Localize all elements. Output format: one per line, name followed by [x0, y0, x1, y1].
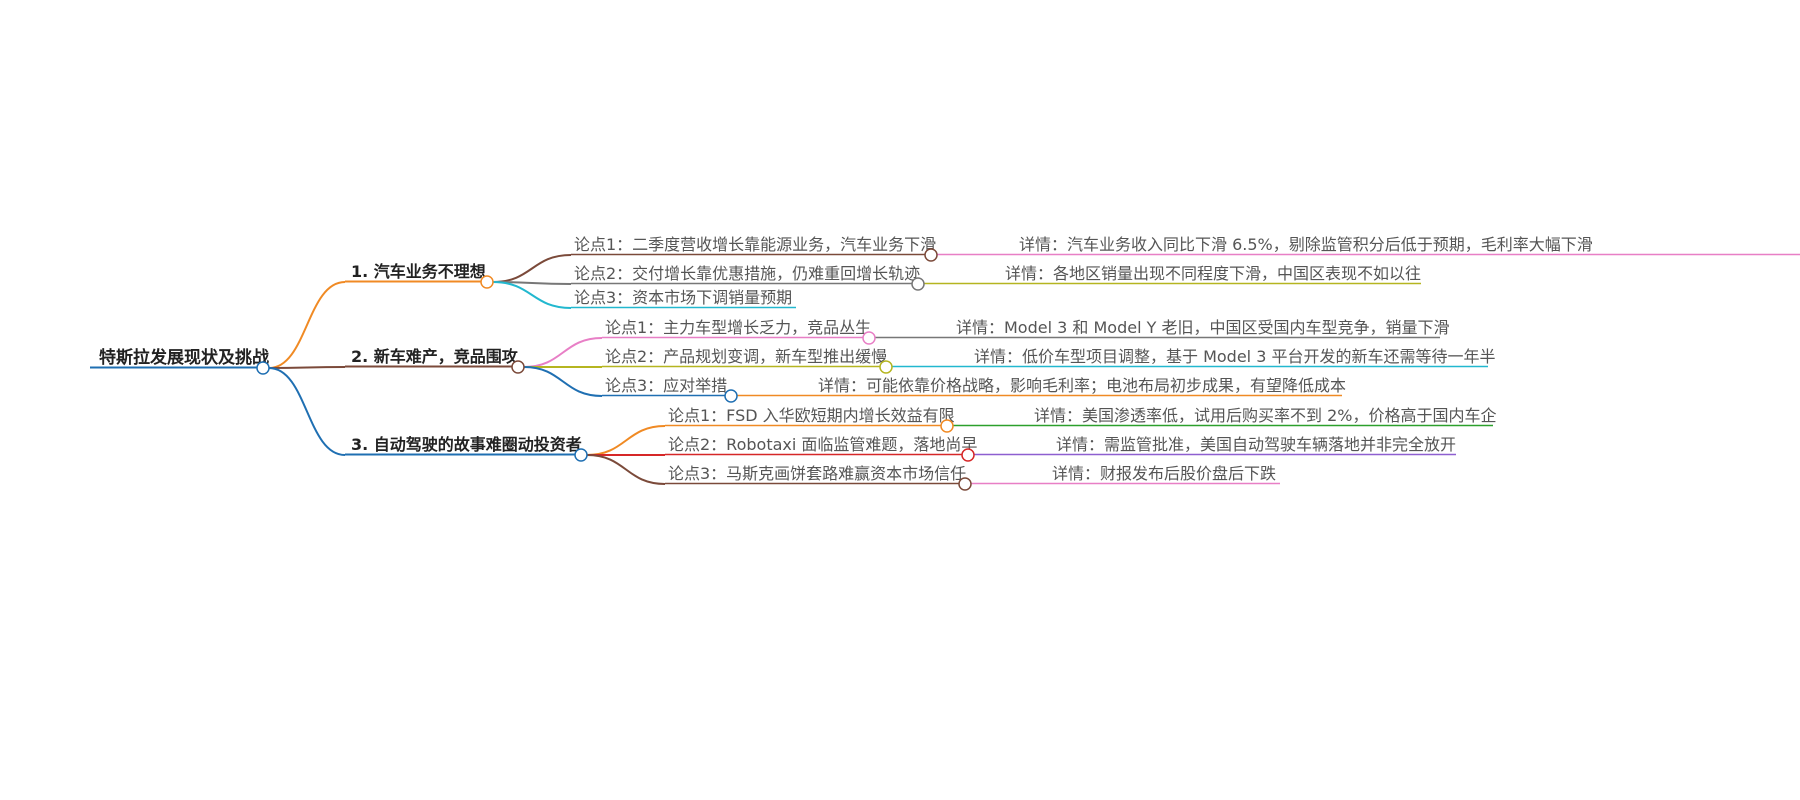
branch-3-collapse-toggle[interactable] [574, 448, 588, 462]
root-collapse-toggle[interactable] [256, 361, 270, 375]
branch-2-collapse-toggle[interactable] [511, 360, 525, 374]
connector-root-branch-1 [268, 281, 346, 369]
point-1-3[interactable]: 论点3：资本市场下调销量预期 [574, 288, 792, 307]
point-3-3[interactable]: 论点3：马斯克画饼套路难赢资本市场信任 [668, 464, 966, 483]
branch-2-topic[interactable]: 2. 新车难产，竞品围攻 [351, 347, 519, 366]
connector-root-branch-2 [268, 366, 346, 369]
point-2-1-collapse-toggle[interactable] [862, 331, 876, 345]
point-2-3[interactable]: 论点3：应对举措 [605, 376, 727, 395]
branch-1-topic[interactable]: 1. 汽车业务不理想 [351, 262, 486, 281]
detail-3-2[interactable]: 详情：需监管批准，美国自动驾驶车辆落地并非完全放开 [1056, 435, 1456, 454]
connector-branch-3-point-3 [586, 454, 666, 485]
detail-3-3[interactable]: 详情：财报发布后股价盘后下跌 [1052, 464, 1276, 483]
point-2-2-collapse-toggle[interactable] [879, 360, 893, 374]
point-3-1[interactable]: 论点1：FSD 入华欧短期内增长效益有限 [668, 406, 955, 425]
root-topic[interactable]: 特斯拉发展现状及挑战 [99, 347, 269, 368]
point-1-1[interactable]: 论点1：二季度营收增长靠能源业务，汽车业务下滑 [574, 235, 936, 254]
point-2-2[interactable]: 论点2：产品规划变调，新车型推出缓慢 [605, 347, 887, 366]
collapse-toggles [256, 248, 975, 491]
connector-branch-3-point-1 [586, 425, 666, 456]
mindmap-connectors [268, 254, 666, 485]
detail-2-3[interactable]: 详情：可能依靠价格战略，影响毛利率；电池布局初步成果，有望降低成本 [818, 376, 1346, 395]
detail-1-1[interactable]: 详情：汽车业务收入同比下滑 6.5%，剔除监管积分后低于预期，毛利率大幅下滑 [1019, 235, 1593, 254]
point-1-1-collapse-toggle[interactable] [924, 248, 938, 262]
point-1-2-collapse-toggle[interactable] [911, 277, 925, 291]
point-2-1[interactable]: 论点1：主力车型增长乏力，竞品丛生 [605, 318, 871, 337]
connector-branch-1-point-3 [492, 281, 572, 309]
point-1-2[interactable]: 论点2：交付增长靠优惠措施，仍难重回增长轨迹 [574, 264, 920, 283]
point-2-3-collapse-toggle[interactable] [724, 389, 738, 403]
point-3-2[interactable]: 论点2：Robotaxi 面临监管难题，落地尚早 [668, 435, 977, 454]
connector-branch-1-point-1 [492, 254, 572, 283]
point-3-3-collapse-toggle[interactable] [958, 477, 972, 491]
branch-3-topic[interactable]: 3. 自动驾驶的故事难圈动投资者 [351, 435, 582, 454]
connector-branch-2-point-3 [523, 366, 603, 397]
node-underlines [90, 253, 1800, 485]
connector-branch-2-point-1 [523, 337, 603, 368]
point-3-1-collapse-toggle[interactable] [940, 419, 954, 433]
detail-3-1[interactable]: 详情：美国渗透率低，试用后购买率不到 2%，价格高于国内车企 [1034, 406, 1496, 425]
detail-2-1[interactable]: 详情：Model 3 和 Model Y 老旧，中国区受国内车型竞争，销量下滑 [956, 318, 1449, 337]
branch-1-collapse-toggle[interactable] [480, 275, 494, 289]
detail-2-2[interactable]: 详情：低价车型项目调整，基于 Model 3 平台开发的新车还需等待一年半 [974, 347, 1495, 366]
point-3-2-collapse-toggle[interactable] [961, 448, 975, 462]
connector-root-branch-3 [268, 367, 346, 456]
node-labels: 特斯拉发展现状及挑战 1. 汽车业务不理想 2. 新车难产，竞品围攻 3. 自动… [99, 235, 1593, 483]
detail-1-2[interactable]: 详情：各地区销量出现不同程度下滑，中国区表现不如以往 [1005, 264, 1421, 283]
